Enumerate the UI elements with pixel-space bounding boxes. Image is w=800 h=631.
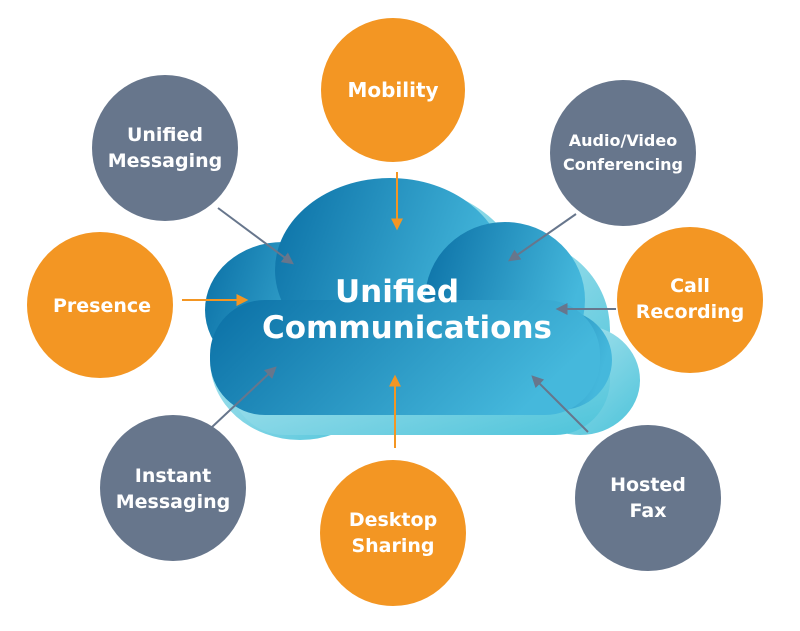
node-unified-messaging-line1: Unified <box>127 124 203 146</box>
node-mobility-label: Mobility <box>347 78 438 102</box>
node-desktop-sharing-line1: Desktop <box>349 509 437 531</box>
node-unified-messaging: Unified Messaging <box>92 75 238 221</box>
connector-arrows <box>182 172 616 448</box>
arrow-hosted-fax <box>531 375 589 433</box>
node-desktop-sharing-line2: Sharing <box>351 535 434 557</box>
node-hosted-fax: Hosted Fax <box>575 425 721 571</box>
node-instant-messaging: Instant Messaging <box>100 415 246 561</box>
node-hosted-fax-line2: Fax <box>630 500 667 522</box>
center-title-line1: Unified <box>335 274 459 310</box>
node-instant-messaging-line1: Instant <box>135 465 211 487</box>
node-unified-messaging-line2: Messaging <box>108 150 222 172</box>
node-call-recording-line1: Call <box>670 275 710 297</box>
node-desktop-sharing: Desktop Sharing <box>320 460 466 606</box>
node-presence-label: Presence <box>53 295 151 317</box>
arrow-unified-messaging <box>217 207 294 265</box>
node-call-recording-line2: Recording <box>636 301 744 323</box>
arrow-audio-video <box>508 213 577 262</box>
node-audio-video-conferencing: Audio/Video Conferencing <box>550 80 696 226</box>
node-audio-video-line1: Audio/Video <box>569 131 677 150</box>
node-presence: Presence <box>27 232 173 378</box>
cloud-body <box>205 178 612 415</box>
arrow-instant-messaging <box>211 366 277 428</box>
node-audio-video-line2: Conferencing <box>563 155 683 174</box>
node-hosted-fax-line1: Hosted <box>610 474 686 496</box>
node-mobility: Mobility <box>321 18 465 162</box>
node-instant-messaging-line2: Messaging <box>116 491 230 513</box>
node-call-recording: Call Recording <box>617 227 763 373</box>
center-title-line2: Communications <box>262 310 552 346</box>
